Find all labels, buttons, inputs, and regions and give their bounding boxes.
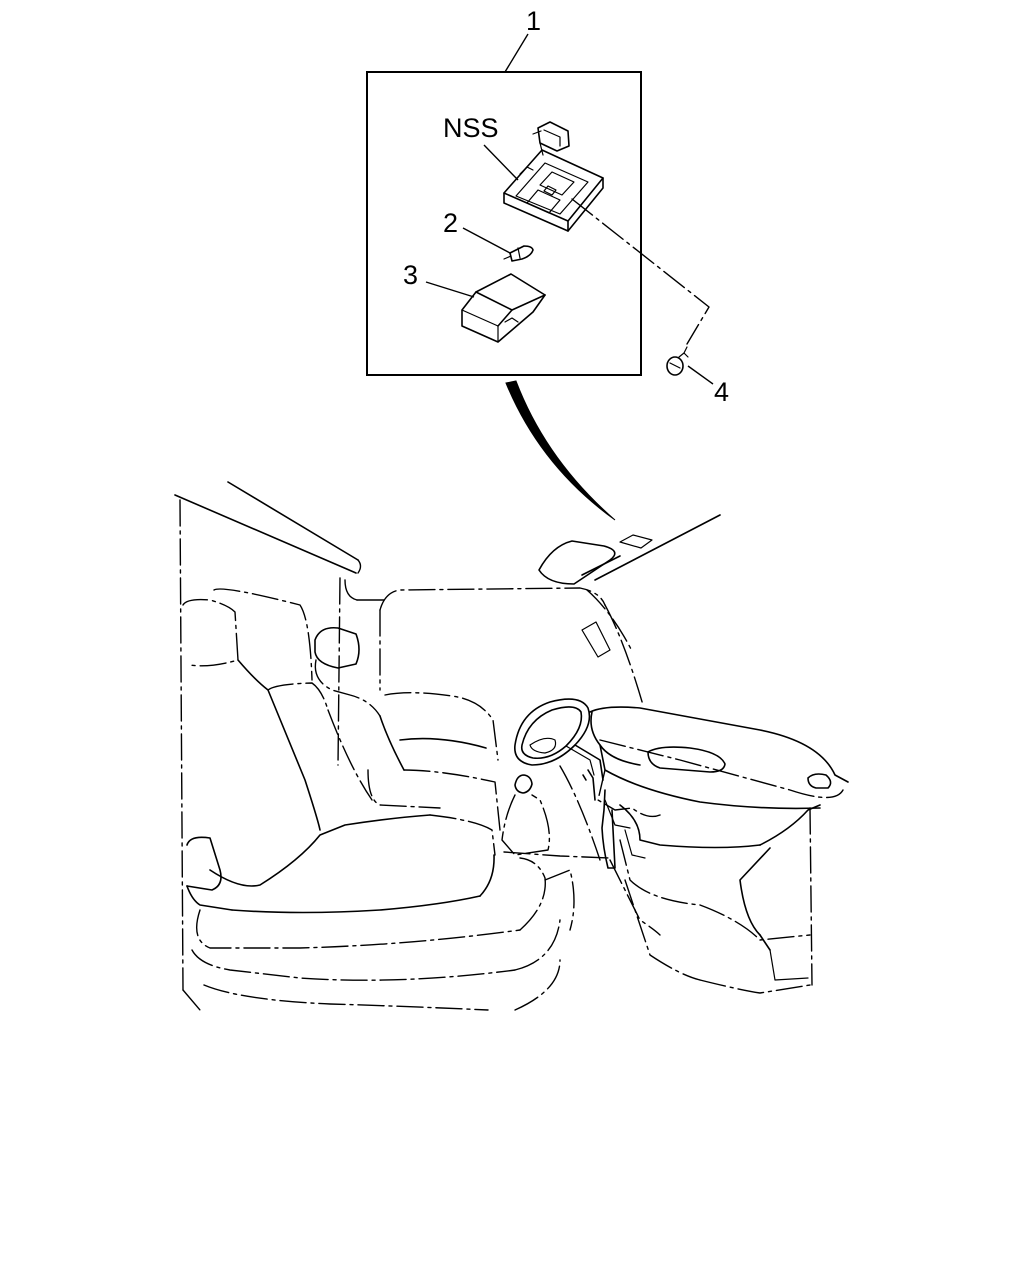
callout-2: 2 [443, 208, 458, 238]
roof-lamp-small [619, 534, 653, 549]
steering-wheel [514, 698, 591, 766]
bulb [503, 245, 534, 262]
cab-interior [174, 481, 849, 1011]
callout-1: 1 [526, 6, 541, 36]
leader-4 [687, 365, 714, 385]
dome-lamp [538, 540, 616, 585]
detail-frame [366, 71, 642, 376]
callout-nss: NSS [443, 113, 499, 143]
leader-3 [425, 281, 475, 298]
lens-cover [461, 273, 546, 343]
detail-view: 1 NSS 2 3 4 [366, 6, 729, 407]
lamp-housing [503, 121, 604, 232]
callout-3: 3 [403, 260, 418, 290]
leader-1 [504, 33, 529, 73]
location-arrow [505, 380, 616, 521]
screw [666, 346, 689, 376]
gear-knob [514, 774, 533, 794]
leader-2 [462, 227, 511, 254]
rear-view-mirror [581, 621, 611, 658]
leader-nss [483, 144, 519, 181]
screw-location-line [571, 198, 710, 345]
callout-4: 4 [714, 377, 729, 407]
dashboard [589, 706, 849, 783]
